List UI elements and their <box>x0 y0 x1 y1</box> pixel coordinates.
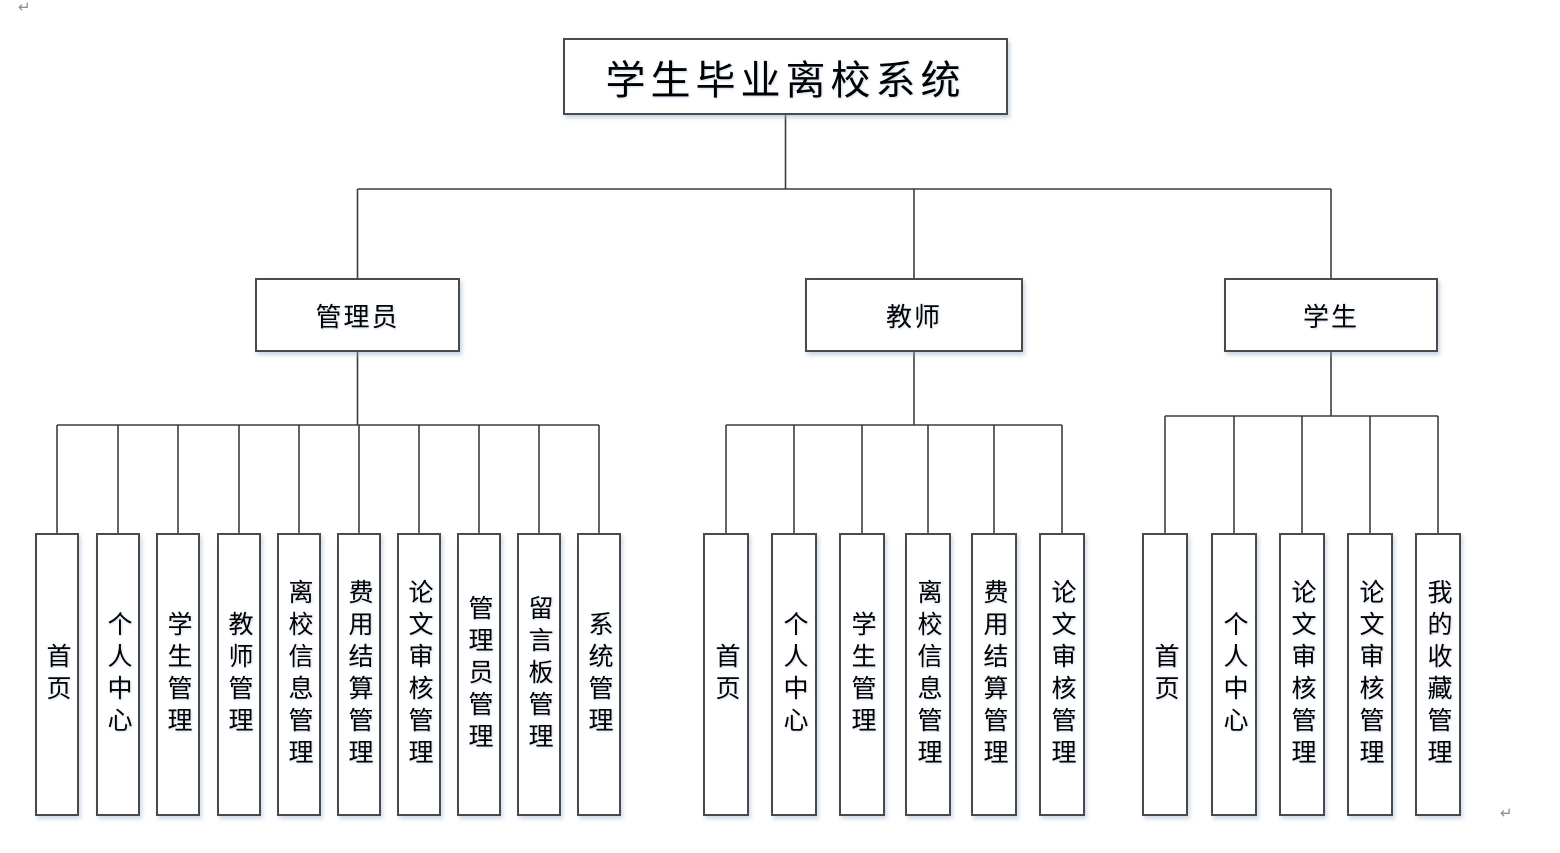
admin-leaf-8: 管理员管理 <box>457 533 501 816</box>
teacher-leaf-5: 费用结算管理 <box>971 533 1017 816</box>
group-node-teacher: 教师 <box>805 278 1023 352</box>
admin-leaf-5: 离校信息管理 <box>277 533 321 816</box>
group-node-student: 学生 <box>1224 278 1438 352</box>
admin-leaf-2: 个人中心 <box>96 533 140 816</box>
admin-leaf-4: 教师管理 <box>217 533 261 816</box>
teacher-leaf-2: 个人中心 <box>771 533 817 816</box>
paragraph-return-mark-top: ↵ <box>18 0 31 16</box>
teacher-leaf-3: 学生管理 <box>839 533 885 816</box>
teacher-leaf-4: 离校信息管理 <box>905 533 951 816</box>
admin-leaf-7: 论文审核管理 <box>397 533 441 816</box>
admin-leaf-3: 学生管理 <box>156 533 200 816</box>
group-node-admin: 管理员 <box>255 278 460 352</box>
teacher-leaf-1: 首页 <box>703 533 749 816</box>
student-leaf-4: 论文审核管理 <box>1347 533 1393 816</box>
student-leaf-3: 论文审核管理 <box>1279 533 1325 816</box>
teacher-leaf-6: 论文审核管理 <box>1039 533 1085 816</box>
paragraph-return-mark-bottom: ↵ <box>1500 804 1513 822</box>
student-leaf-2: 个人中心 <box>1211 533 1257 816</box>
admin-leaf-9: 留言板管理 <box>517 533 561 816</box>
admin-leaf-6: 费用结算管理 <box>337 533 381 816</box>
student-leaf-1: 首页 <box>1142 533 1188 816</box>
admin-leaf-1: 首页 <box>35 533 79 816</box>
student-leaf-5: 我的收藏管理 <box>1415 533 1461 816</box>
admin-leaf-10: 系统管理 <box>577 533 621 816</box>
root-node-system-title: 学生毕业离校系统 <box>563 38 1008 115</box>
